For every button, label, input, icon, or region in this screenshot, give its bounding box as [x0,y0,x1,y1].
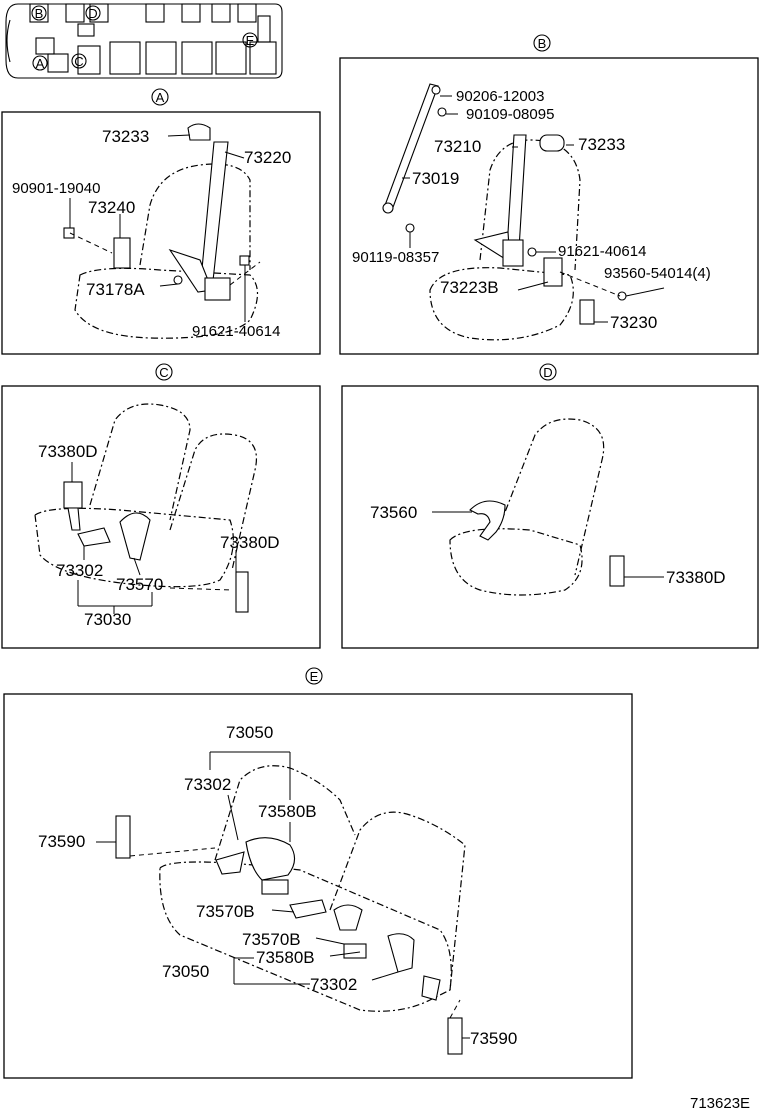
part-73590-right: 73590 [470,1029,517,1048]
part-73233-b: 73233 [578,135,625,154]
section-e-frame [3,693,633,1079]
part-73570: 73570 [116,575,163,594]
section-e-marker [305,667,323,685]
part-73590-left: 73590 [38,832,85,851]
figure-id: 713623E [690,1095,750,1112]
part-73580b-bottom: 73580B [256,948,315,967]
section-a-label: A [156,90,165,105]
section-c-frame [1,385,321,649]
section-c: C 73380D 73380D 73302 73570 73030 [1,363,321,649]
part-73302-e-bottom: 73302 [310,975,357,994]
part-73240: 73240 [88,198,135,217]
overview-vehicle-layout: A B C D E [5,3,283,79]
section-d: D 73560 73380D [341,363,759,649]
part-73380d-c-left: 73380D [38,442,98,461]
part-73230: 73230 [610,313,657,332]
part-73380d-d: 73380D [666,568,726,587]
overview-marker-a: A [36,56,45,71]
part-73570b-b: 73570B [242,930,301,949]
overview-marker-c: C [74,54,83,69]
part-73302-e-top: 73302 [184,775,231,794]
section-b-marker [533,34,551,52]
section-d-frame [341,385,759,649]
part-73380d-c-right: 73380D [220,533,280,552]
part-73210: 73210 [434,137,481,156]
part-91621-40614-b: 91621-40614 [558,243,646,260]
part-90119-08357: 90119-08357 [352,249,439,266]
part-73178a: 73178A [86,280,145,299]
part-73223b: 73223B [440,278,499,297]
part-73560: 73560 [370,503,417,522]
part-73019: 73019 [412,169,459,188]
section-e-label: E [310,669,319,684]
part-73050-top: 73050 [226,723,273,742]
overview-marker-d: D [88,6,97,21]
part-73302-c: 73302 [56,561,103,580]
section-a: A 73233 73220 90901-19040 73240 73178A 9… [1,88,321,355]
section-e: E 73050 73302 73580B [3,667,633,1079]
section-a-frame [1,111,321,355]
section-b-label: B [538,36,547,51]
section-b: B 90206-12003 90109-08095 73210 [339,34,759,355]
part-73030: 73030 [84,610,131,629]
part-90109-08095: 90109-08095 [466,106,554,123]
section-d-label: D [543,365,552,380]
section-c-marker [155,363,173,381]
part-93560-54014: 93560-54014(4) [604,265,711,282]
part-73050-bottom: 73050 [162,962,209,981]
overview-marker-b: B [35,6,44,21]
part-73220: 73220 [244,148,291,167]
part-73570b-a: 73570B [196,902,255,921]
section-b-frame [339,57,759,355]
part-90901-19040: 90901-19040 [12,180,100,197]
part-91621-40614-a: 91621-40614 [192,323,280,340]
section-a-marker [151,88,169,106]
part-90206-12003: 90206-12003 [456,88,544,105]
part-73233-a: 73233 [102,127,149,146]
section-d-marker [539,363,557,381]
overview-marker-e: E [246,33,255,48]
part-73580b-top: 73580B [258,802,317,821]
section-c-label: C [159,365,168,380]
